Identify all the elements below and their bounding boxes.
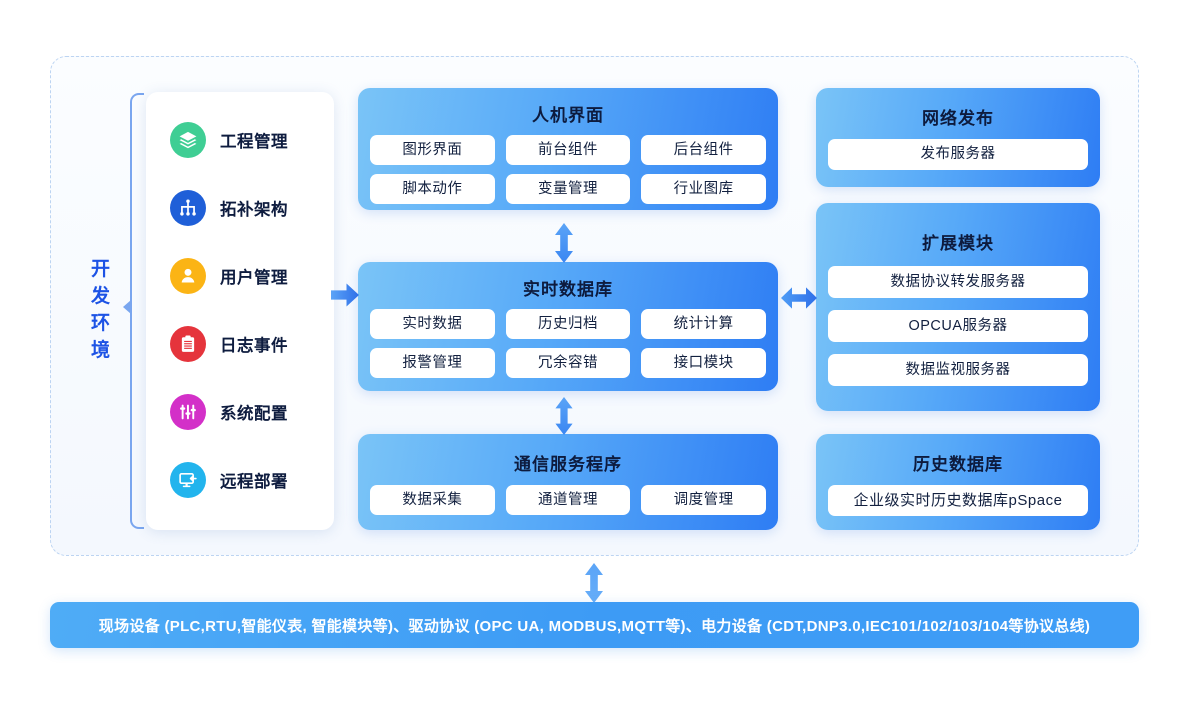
chip-item[interactable]: 数据采集 (370, 485, 495, 515)
panel-title: 人机界面 (532, 106, 604, 125)
chip-row: 实时数据 历史归档 统计计算 (370, 309, 767, 339)
double-arrow-vertical-icon (582, 562, 606, 609)
chip-item[interactable]: 发布服务器 (828, 139, 1088, 170)
sidebar-item-user-management[interactable]: 用户管理 (146, 242, 334, 310)
chip-item[interactable]: 接口模块 (641, 348, 767, 378)
field-devices-bar: 现场设备 (PLC,RTU,智能仪表, 智能模块等)、驱动协议 (OPC UA,… (50, 602, 1139, 648)
sidebar-item-label: 系统配置 (220, 405, 288, 423)
chip-item[interactable]: 脚本动作 (370, 174, 495, 204)
chip-item[interactable]: 后台组件 (641, 135, 767, 165)
chip-row: 脚本动作 变量管理 行业图库 (370, 174, 767, 204)
panel-web-publish: 网络发布 发布服务器 (816, 88, 1100, 187)
chip-item[interactable]: 数据监视服务器 (828, 354, 1088, 386)
chip-item[interactable]: 图形界面 (370, 135, 495, 165)
double-arrow-horizontal-icon (780, 285, 818, 316)
panel-historical-database: 历史数据库 企业级实时历史数据库pSpace (816, 434, 1100, 530)
chip-item[interactable]: 冗余容错 (505, 348, 631, 378)
double-arrow-vertical-icon (552, 396, 576, 441)
panel-realtime-database: 实时数据库 实时数据 历史归档 统计计算 报警管理 冗余容错 接口模块 (358, 262, 778, 391)
chip-item[interactable]: 调度管理 (641, 485, 767, 515)
sidebar-item-label: 远程部署 (220, 473, 288, 491)
clipboard-icon (170, 326, 206, 362)
user-icon (170, 258, 206, 294)
sidebar-item-project-management[interactable]: 工程管理 (146, 106, 334, 174)
chip-item[interactable]: 企业级实时历史数据库pSpace (828, 485, 1088, 516)
sidebar-item-label: 用户管理 (220, 269, 288, 287)
sidebar-item-label: 工程管理 (220, 133, 288, 151)
chip-item[interactable]: 通道管理 (505, 485, 631, 515)
chip-row: 报警管理 冗余容错 接口模块 (370, 348, 767, 378)
panel-title: 通信服务程序 (514, 455, 622, 474)
sidebar-item-remote-deploy[interactable]: 远程部署 (146, 446, 334, 514)
sidebar-item-system-config[interactable]: 系统配置 (146, 378, 334, 446)
sidebar-item-label: 日志事件 (220, 337, 288, 355)
chip-row: 图形界面 前台组件 后台组件 (370, 135, 767, 165)
dev-environment-label: 开发环境 (90, 259, 111, 361)
panel-title: 历史数据库 (913, 455, 1003, 474)
chip-item[interactable]: OPCUA服务器 (828, 310, 1088, 342)
layers-icon (170, 122, 206, 158)
double-arrow-vertical-icon (552, 222, 576, 269)
chip-item[interactable]: 行业图库 (641, 174, 767, 204)
field-devices-text: 现场设备 (PLC,RTU,智能仪表, 智能模块等)、驱动协议 (OPC UA,… (98, 617, 1091, 635)
remote-monitor-icon (170, 462, 206, 498)
hierarchy-icon (170, 190, 206, 226)
chip-item[interactable]: 报警管理 (370, 348, 495, 378)
panel-hmi: 人机界面 图形界面 前台组件 后台组件 脚本动作 变量管理 行业图库 (358, 88, 778, 210)
sidebar-item-log-events[interactable]: 日志事件 (146, 310, 334, 378)
dev-environment-module-list: 工程管理 拓补架构 用户管理 (146, 92, 334, 530)
chip-item[interactable]: 变量管理 (505, 174, 631, 204)
panel-extension-module: 扩展模块 数据协议转发服务器 OPCUA服务器 数据监视服务器 (816, 203, 1100, 411)
chip-item[interactable]: 实时数据 (370, 309, 495, 339)
panel-title: 实时数据库 (523, 280, 613, 299)
panel-title: 网络发布 (922, 109, 994, 128)
panel-communication-service: 通信服务程序 数据采集 通道管理 调度管理 (358, 434, 778, 530)
chip-item[interactable]: 前台组件 (505, 135, 631, 165)
dev-environment-bracket (123, 93, 144, 529)
chip-item[interactable]: 历史归档 (505, 309, 631, 339)
chip-row: 数据采集 通道管理 调度管理 (370, 485, 767, 515)
chip-item[interactable]: 统计计算 (641, 309, 767, 339)
sliders-icon (170, 394, 206, 430)
sidebar-item-label: 拓补架构 (220, 201, 288, 219)
panel-title: 扩展模块 (922, 234, 994, 253)
chip-item[interactable]: 数据协议转发服务器 (828, 266, 1088, 298)
sidebar-item-topology-architecture[interactable]: 拓补架构 (146, 174, 334, 242)
arrow-right-icon (330, 281, 360, 314)
